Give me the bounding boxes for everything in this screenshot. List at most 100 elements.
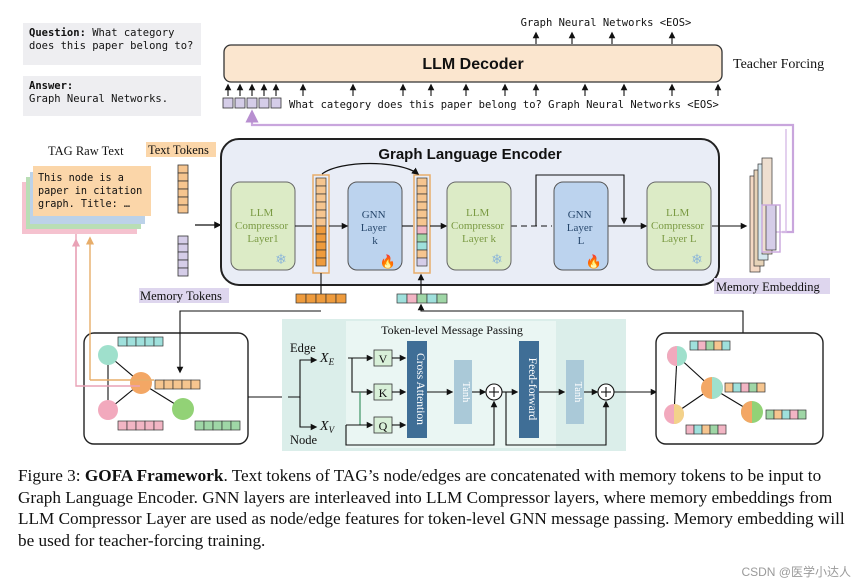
vkq-inputs: V K Q	[373, 349, 393, 434]
compressor-l-line3: Layer L	[661, 233, 696, 245]
k-label: K	[379, 386, 388, 400]
memory-tokens-column	[177, 235, 189, 277]
q-label: Q	[379, 419, 388, 433]
gnn-l-line3: L	[578, 235, 585, 247]
tag-raw-text-body: This node is a paper in citation graph. …	[38, 173, 148, 210]
encoder-title: Graph Language Encoder	[378, 146, 562, 163]
layer1-to-graph-arrow	[176, 310, 321, 374]
text-tokens-label-bg	[146, 142, 216, 157]
snowflake-icon: ❄	[491, 253, 503, 268]
svg-text:LLM Compressor Lay: LLM Compressor Layer k	[451, 207, 507, 245]
tanh-2-label: Tanh	[572, 382, 583, 404]
tanh-block-1: Tanh	[454, 360, 472, 424]
xv-main: X	[319, 419, 329, 434]
node-label: Node	[290, 433, 318, 447]
graph-node	[130, 372, 152, 394]
raw-text-line-2: paper in citation	[38, 186, 142, 197]
compressor-l-line2: Compressor	[651, 220, 705, 232]
graph-node	[98, 400, 118, 420]
cross-attention-label: Cross Attention	[414, 353, 426, 425]
gnn-layer-l: GNN Layer L 🔥	[553, 181, 609, 271]
gnn-k-line1: GNN	[362, 209, 386, 221]
caption-prefix: Figure 3:	[18, 466, 85, 485]
gnn-k-line2: Layer	[361, 222, 387, 234]
memory-tokens-label: Memory Tokens	[140, 289, 222, 303]
tanh-1-label: Tanh	[460, 382, 471, 404]
snowflake-icon: ❄	[275, 253, 287, 268]
compressor-1-line1: LLM	[250, 207, 273, 219]
token-column-layer1	[312, 174, 330, 274]
compressor-k-line1: LLM	[466, 207, 489, 219]
graph-node	[98, 345, 118, 365]
caption-bold: GOFA Framework	[84, 466, 224, 485]
tanh-block-2: Tanh	[566, 360, 584, 424]
tag-raw-text-stack	[22, 166, 151, 234]
mixed-token-row	[396, 293, 448, 304]
gnn-k-line3: k	[372, 235, 378, 247]
v-label: V	[379, 352, 388, 366]
decoder-memory-tokens	[222, 97, 282, 109]
raw-text-line-1: This node is a	[38, 173, 124, 184]
decoder-input-arrows	[224, 83, 722, 96]
compressor-layer-l: LLM Compressor Layer L ❄	[646, 181, 712, 271]
svg-text:LLM Compressor Lay: LLM Compressor Layer1	[235, 207, 291, 245]
xv-sub: V	[329, 425, 336, 435]
residual-arrow-2	[505, 392, 610, 446]
compressor-l-line1: LLM	[666, 207, 689, 219]
gnn-layer-k: GNN Layer k 🔥	[347, 181, 403, 271]
decoder-input-text: What category does this paper belong to?…	[289, 99, 719, 111]
skip-arrow-gnn-l	[535, 174, 628, 226]
xe-symbol: XE	[319, 351, 335, 367]
svg-text:LLM Compressor Lay: LLM Compressor Layer L	[651, 207, 707, 245]
token-column-gnn-k	[413, 174, 431, 274]
svg-text:GNN Layer L: GNN Layer L	[567, 209, 595, 247]
teacher-forcing-feedback-line	[245, 109, 795, 234]
memory-embedding-stack	[749, 157, 781, 273]
question-text-line2: does this paper belong to?	[29, 40, 194, 52]
add-circle-2	[597, 383, 615, 401]
question-text-line1: What category	[92, 27, 175, 39]
cross-attention-block: Cross Attention	[407, 341, 427, 438]
compressor-1-line3: Layer1	[247, 233, 278, 245]
decoder-output-arrows	[532, 31, 676, 44]
residual-arrow-1	[345, 400, 498, 446]
skip-arrow-gnn-k	[321, 162, 420, 175]
compressor-layer-k: LLM Compressor Layer k ❄	[446, 181, 512, 271]
input-graph-panel	[83, 332, 249, 445]
gnn-l-line1: GNN	[568, 209, 592, 221]
vkq-arrows	[346, 354, 407, 429]
teacher-forcing-label: Teacher Forcing	[733, 57, 824, 72]
caption-rest: . Text tokens of TAG’s node/edges are co…	[18, 466, 845, 550]
mp-title: Token-level Message Passing	[381, 323, 523, 337]
decoder-title: LLM Decoder	[422, 56, 523, 73]
tag-raw-text-title: TAG Raw Text	[48, 144, 124, 158]
memory-embedding-label: Memory Embedding	[716, 280, 821, 294]
to-xv-arrow	[299, 397, 318, 431]
llm-decoder: LLM Decoder	[223, 44, 723, 83]
figure-caption: Figure 3: GOFA Framework. Text tokens of…	[18, 465, 848, 551]
feed-forward-label: Feed-forward	[526, 358, 538, 421]
output-graph-panel	[655, 332, 824, 445]
graph-node	[172, 398, 194, 420]
compressor-1-line2: Compressor	[235, 220, 289, 232]
snowflake-icon: ❄	[691, 253, 703, 268]
compressor-layer-1: LLM Compressor Layer1 ❄	[230, 181, 296, 271]
add-circle-1	[485, 383, 503, 401]
compressor-k-line2: Compressor	[451, 220, 505, 232]
raw-text-line-3: graph. Title: …	[38, 199, 130, 210]
answer-text: Graph Neural Networks.	[29, 93, 169, 105]
text-tokens-label: Text Tokens	[148, 143, 209, 157]
gofa-diagram: LLM Decoder Teacher Forcing Graph Neural…	[22, 17, 830, 451]
xv-symbol: XV	[319, 419, 336, 435]
to-xe-arrow	[288, 356, 318, 398]
answer-label: Answer:	[29, 80, 74, 92]
svg-text:GNN Layer k: GNN Layer k	[361, 209, 389, 247]
question-label: Question:	[29, 27, 86, 39]
xe-main: X	[319, 351, 329, 366]
fire-icon: 🔥	[586, 254, 602, 269]
question-box: Question: What category does this paper …	[23, 23, 201, 65]
memory-embedding-label-bg	[714, 278, 830, 294]
answer-box: Answer: Graph Neural Networks.	[23, 76, 201, 116]
gnn-l-line2: Layer	[567, 222, 593, 234]
xe-sub: E	[328, 357, 335, 367]
